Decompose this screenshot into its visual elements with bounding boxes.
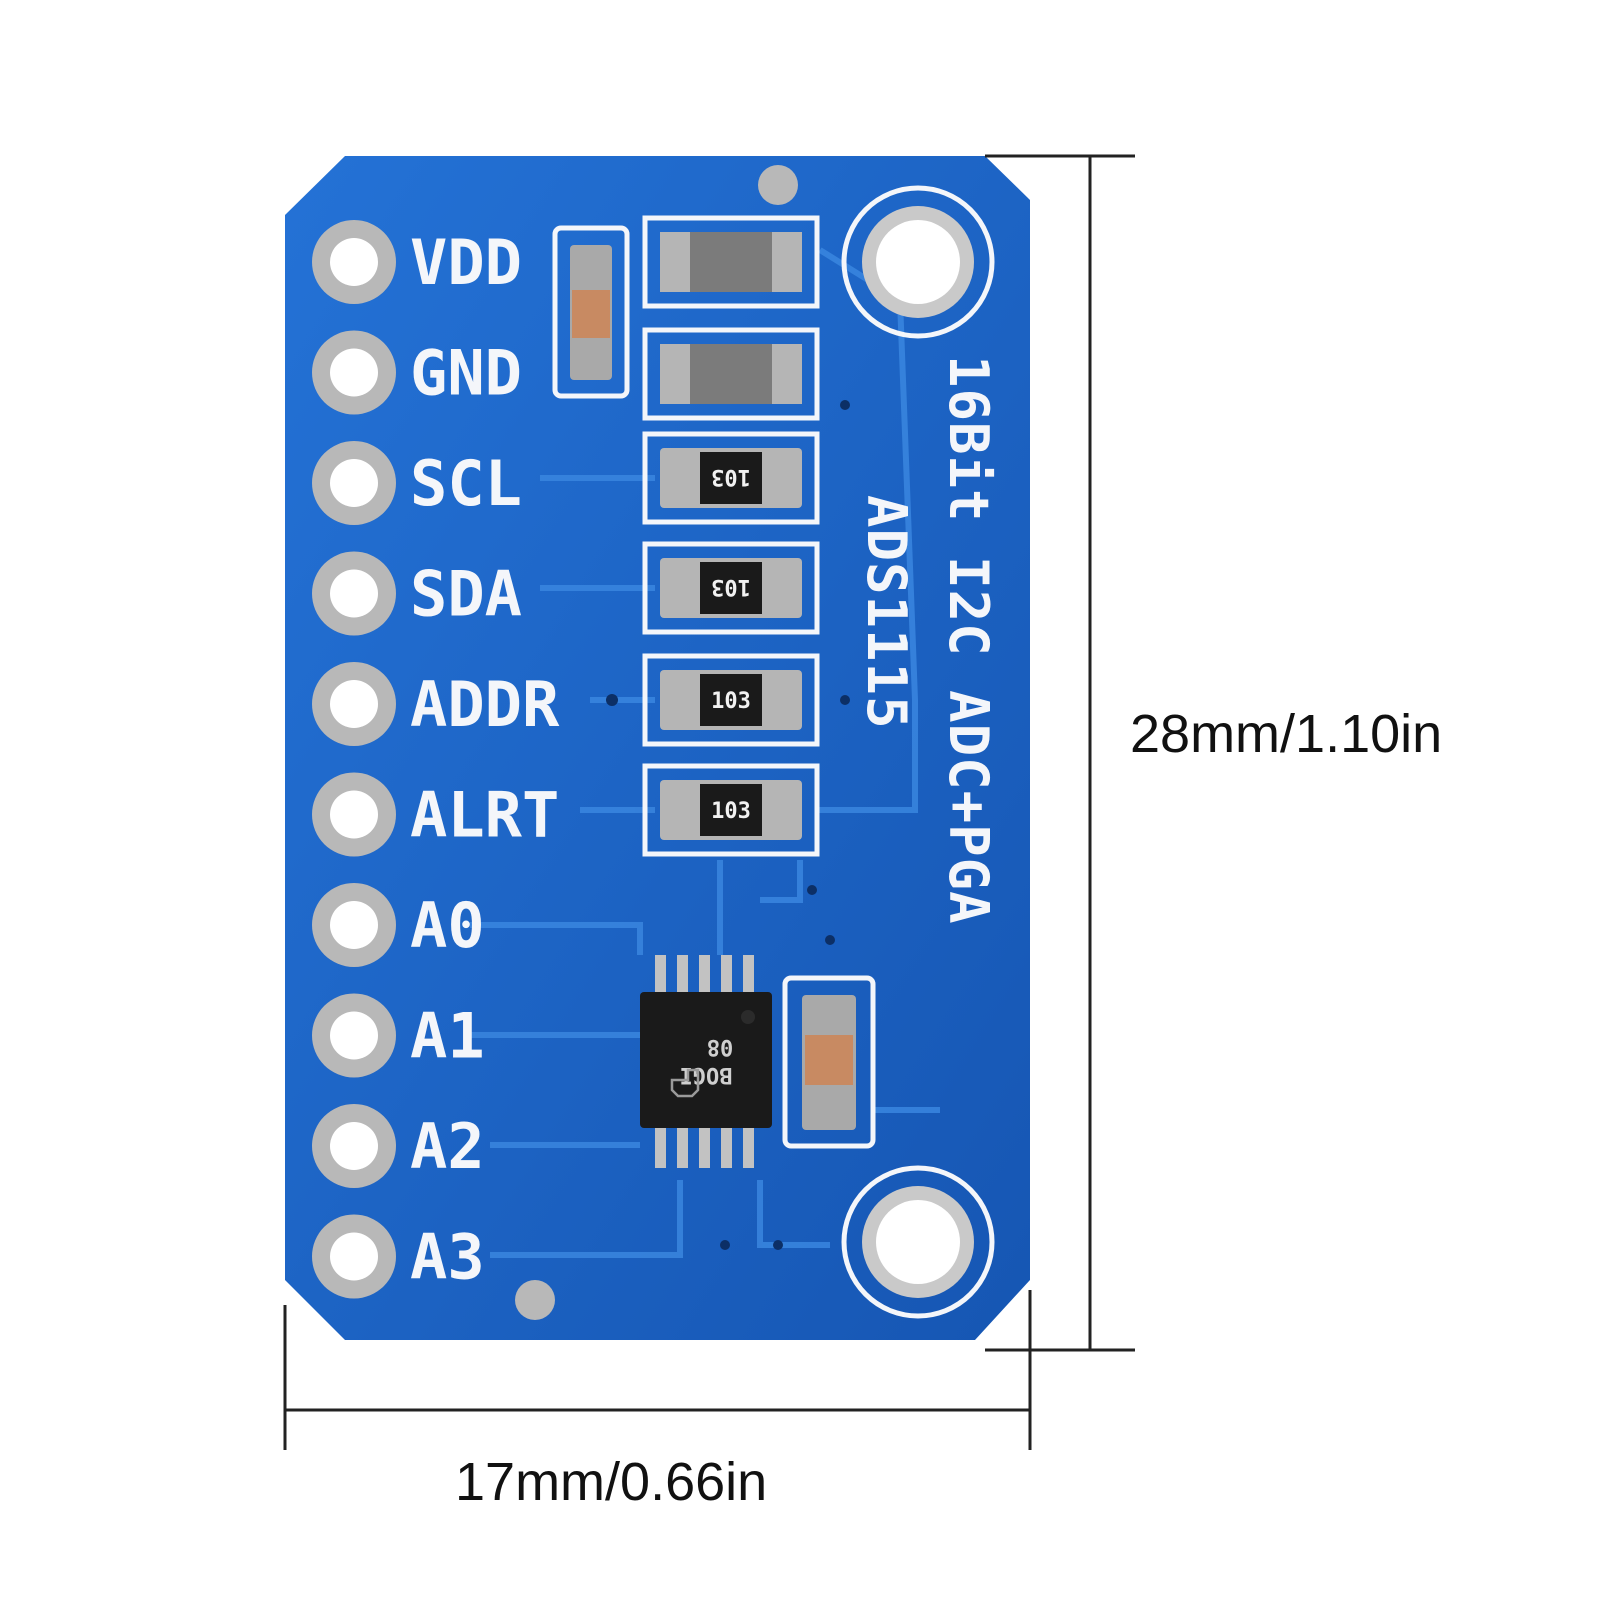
chip-leg: [699, 1128, 710, 1168]
pin-hole: [330, 348, 378, 397]
pin-label: A2: [410, 1110, 485, 1183]
chip-marking-line2: 08: [707, 1034, 734, 1059]
fiducial-dot: [758, 165, 798, 205]
pin-hole: [330, 680, 378, 728]
chip-leg: [677, 955, 688, 995]
mounting-hole-top: [841, 185, 995, 339]
pin-hole: [330, 1122, 378, 1170]
chip-leg: [743, 955, 754, 995]
pin-hole: [330, 790, 378, 839]
pin-label: ALRT: [410, 779, 559, 852]
width-dimension: [283, 1290, 1032, 1450]
resistor-code: 103: [711, 574, 751, 599]
resistor-2: 103: [642, 541, 820, 635]
resistor-code: 103: [711, 799, 751, 824]
resistor-face: [700, 784, 762, 836]
pin-label: VDD: [410, 226, 522, 299]
pin-label: A0: [410, 889, 485, 962]
resistor-outline: [642, 763, 820, 857]
resistor-4: 103: [642, 763, 820, 857]
header-pin-a1: A1: [312, 993, 485, 1078]
pin-label: A3: [410, 1221, 485, 1294]
resistor-face: [700, 674, 762, 726]
pin-hole: [330, 569, 378, 618]
resistor-outline: [642, 431, 820, 525]
header-pin-gnd: GND: [312, 330, 522, 415]
header-pin-vdd: VDD: [312, 220, 522, 304]
pin-label: GND: [410, 337, 522, 410]
pin-hole: [330, 1011, 378, 1060]
height-dimension-label: 28mm/1.10in: [1130, 704, 1442, 764]
chip-leg: [699, 955, 710, 995]
pin-label: ADDR: [410, 668, 560, 741]
header-pin-a2: A2: [312, 1104, 485, 1188]
board-title-vertical: 16Bit I2C ADC+PGA: [937, 355, 1000, 925]
width-dimension-label: 17mm/0.66in: [455, 1452, 767, 1512]
pin-hole: [330, 459, 378, 507]
chip-leg: [721, 955, 732, 995]
capacitor-top-1: [642, 215, 820, 309]
mounting-hole-bottom: [841, 1165, 995, 1319]
height-dimension: [985, 154, 1135, 1352]
resistor-3: 103: [642, 653, 820, 747]
capacitor-top-left: [552, 225, 630, 399]
board-model-vertical: ADS1115: [855, 495, 918, 730]
resistor-outline: [642, 653, 820, 747]
resistor-code: 103: [711, 464, 751, 489]
resistor-array: 103 103 103 103: [642, 431, 820, 857]
resistor-1: 103: [642, 431, 820, 525]
pin-label: SDA: [410, 558, 522, 631]
resistor-face: [700, 562, 762, 614]
pin-label: A1: [410, 1000, 485, 1073]
chip-leg: [655, 955, 666, 995]
header-pin-alrt: ALRT: [312, 772, 559, 857]
header-pin-a3: A3: [312, 1214, 485, 1299]
pcb-vias: [606, 400, 850, 1250]
header-pin-addr: ADDR: [312, 662, 560, 746]
header-pin-scl: SCL: [312, 441, 522, 525]
resistor-code: 103: [711, 689, 751, 714]
chip-leg: [677, 1128, 688, 1168]
header-pin-a0: A0: [312, 883, 485, 967]
chip-leg: [743, 1128, 754, 1168]
ti-logo-icon: [670, 1068, 700, 1098]
ads1115-chip: BOGI 08: [640, 955, 772, 1168]
pin-hole: [330, 1232, 378, 1281]
resistor-face: [700, 452, 762, 504]
chip-leg: [655, 1128, 666, 1168]
fiducial-dot: [515, 1280, 555, 1320]
capacitor-top-2: [642, 327, 820, 421]
capacitor-bottom-right: [782, 975, 876, 1149]
chip-leg: [721, 1128, 732, 1168]
pin-hole: [330, 901, 378, 949]
pin-label: SCL: [410, 447, 522, 520]
resistor-outline: [642, 541, 820, 635]
pin-hole: [330, 238, 378, 286]
header-pin-sda: SDA: [312, 551, 522, 636]
